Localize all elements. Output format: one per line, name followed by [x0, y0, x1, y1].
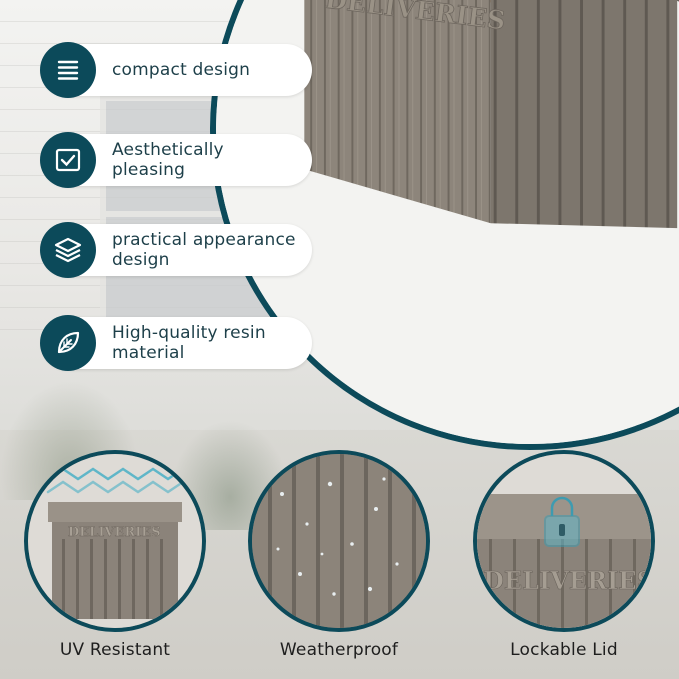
- feature-label: practical appearance design: [112, 230, 296, 270]
- layers-icon: [40, 222, 96, 278]
- feature-practical-appearance: practical appearance design: [40, 222, 312, 278]
- lockable-lid-caption: Lockable Lid: [510, 640, 618, 660]
- feature-label: High-quality resin material: [112, 323, 266, 363]
- feature-label: compact design: [112, 60, 251, 80]
- deck-box-open-image: DELIVERIES: [216, 0, 679, 444]
- weatherproof-caption: Weatherproof: [279, 640, 399, 660]
- checkbox-icon: [40, 132, 96, 188]
- feature-compact-design: compact design: [40, 42, 312, 98]
- wood-texture-image: [252, 454, 426, 628]
- embossed-deliveries-text: DELIVERIES: [68, 525, 161, 540]
- list-icon: [40, 42, 96, 98]
- feature-label: Aesthetically pleasing: [112, 140, 224, 180]
- lockable-lid-circle: DELIVERIES: [473, 450, 655, 632]
- water-drops-icon: [276, 477, 399, 596]
- uv-resistant-circle: DELIVERIES: [24, 450, 206, 632]
- deck-box-closed-image: DELIVERIES: [28, 454, 202, 628]
- sun-shield-icon: [46, 467, 185, 494]
- weatherproof-circle: [248, 450, 430, 632]
- lock-icon: [544, 496, 580, 547]
- feature-resin-material: High-quality resin material: [40, 315, 312, 371]
- embossed-deliveries-text: DELIVERIES: [483, 566, 651, 595]
- uv-resistant-caption: UV Resistant: [59, 640, 171, 660]
- feature-aesthetically-pleasing: Aesthetically pleasing: [40, 132, 312, 188]
- lid-closeup-image: DELIVERIES: [477, 454, 651, 628]
- leaf-icon: [40, 315, 96, 371]
